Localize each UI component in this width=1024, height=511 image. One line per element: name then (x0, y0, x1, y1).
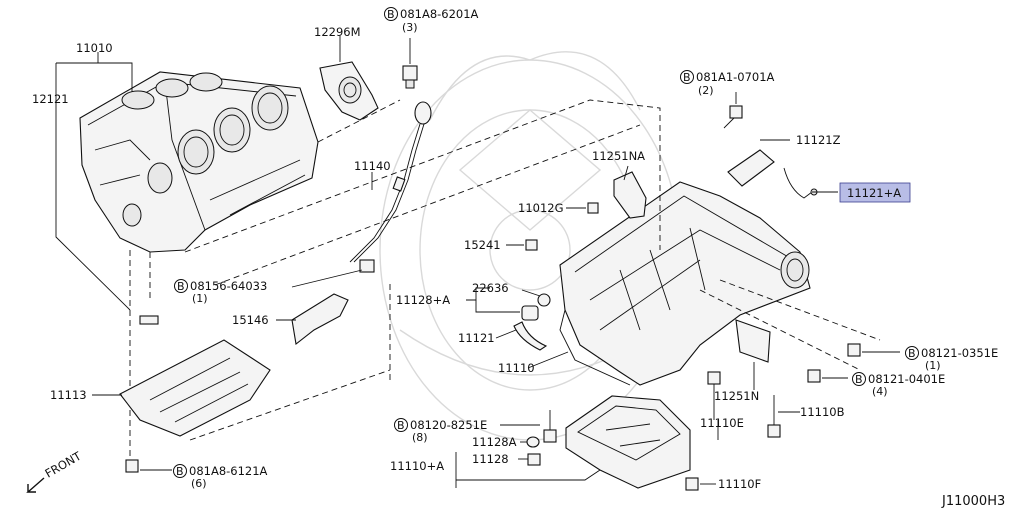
label-11121: 11121 (458, 331, 495, 345)
bolt-qty: (2) (698, 84, 714, 97)
label-11113: 11113 (50, 388, 87, 402)
bolt-qty: (8) (412, 431, 428, 444)
bolt-qty: (6) (191, 477, 207, 490)
bolt-qty: (3) (402, 21, 418, 34)
drain-plug-upper-illustration (587, 202, 599, 214)
callout-081a1-0701a: B 081A1-0701A (2) (680, 70, 775, 97)
callout-08121-0401e: B 08121-0401E (4) (852, 372, 945, 398)
bolt-code: 08120-8251E (410, 418, 487, 432)
bolt-marker: B (908, 347, 916, 360)
label-11110e: 11110E (700, 416, 744, 430)
oil-pan-lower-illustration (565, 395, 691, 489)
bolt-11110e-illustration (707, 371, 721, 420)
diagram-code: J11000H3 (941, 494, 1005, 509)
bolt-08121-0351e-illustration (847, 343, 861, 357)
callout-08156-64033: B 08156-64033 (1) (174, 279, 267, 305)
label-11110-a: 11110+A (390, 459, 444, 473)
baffle-plate-lower-illustration (735, 319, 771, 363)
bolt-081a8-6201a-illustration (402, 65, 418, 89)
label-11140: 11140 (354, 159, 391, 173)
label-11110: 11110 (498, 361, 535, 375)
bolt-marker: B (177, 280, 185, 293)
bolt-marker: B (397, 419, 405, 432)
bolt-code: 08121-0401E (868, 372, 945, 386)
bolt-marker: B (683, 71, 691, 84)
label-11110b: 11110B (800, 405, 845, 419)
label-11251n: 11251N (714, 389, 759, 403)
label-12296m: 12296M (314, 25, 361, 39)
label-12121: 12121 (32, 92, 69, 106)
bolt-081a8-6121a-illustration (125, 459, 139, 473)
label-15146: 15146 (232, 313, 269, 327)
bolt-08156-64033-illustration (359, 259, 375, 273)
bolt-code: 081A1-0701A (696, 70, 775, 84)
oil-level-gauge-illustration (349, 101, 432, 263)
bolt-code: 08121-0351E (921, 346, 998, 360)
bolt-code: 081A8-6201A (400, 7, 479, 21)
oil-filter-stud-illustration (525, 239, 538, 251)
front-direction-label: FRONT (43, 448, 85, 480)
label-11128-a-group: 11128+A (396, 293, 450, 307)
oil-pressure-switch-illustration (521, 293, 551, 321)
callout-08120-8251e: B 08120-8251E (8) (394, 418, 487, 444)
label-11128: 11128 (472, 452, 509, 466)
bolt-081a1-0701a-illustration (723, 105, 743, 129)
bolt-marker: B (855, 373, 863, 386)
bolt-qty: (1) (925, 359, 941, 372)
highlight-box (839, 182, 911, 203)
bolt-08121-0401e-illustration (807, 369, 821, 383)
highlighted-part-11121-a[interactable]: 11121+A (839, 182, 911, 203)
bolt-11110b-illustration (767, 395, 781, 438)
bolt-code: 081A8-6121A (189, 464, 268, 478)
rear-oil-seal-illustration (319, 61, 379, 121)
label-22636: 22636 (472, 281, 509, 295)
oil-pan-upper-illustration (559, 181, 811, 386)
bolt-code: 08156-64033 (190, 279, 267, 293)
engine-mount-bracket-illustration (727, 149, 818, 199)
bolt-08120-8251e-illustration (543, 410, 557, 443)
block-bottom-stud-illustration (139, 315, 159, 325)
label-15241: 15241 (464, 238, 501, 252)
oil-gauge-guide-bracket-illustration (291, 293, 349, 346)
cylinder-block-illustration (79, 71, 319, 253)
drain-plug-washer-illustration (526, 436, 541, 466)
callout-081a8-6121a: B 081A8-6121A (6) (173, 464, 268, 490)
bolt-qty: (4) (872, 385, 888, 398)
front-arrow-icon (26, 477, 45, 493)
bolt-11110f-illustration (685, 477, 699, 491)
label-11128a: 11128A (472, 435, 517, 449)
bolt-marker: B (176, 465, 184, 478)
callout-081a8-6201a: B 081A8-6201A (3) (384, 7, 479, 34)
rear-plate-illustration (119, 339, 271, 437)
baffle-plate-upper-illustration (613, 171, 647, 219)
bracket-11121-illustration (513, 321, 548, 351)
label-11121-a-highlight: 11121+A (847, 186, 901, 200)
label-11121z: 11121Z (796, 133, 841, 147)
bolt-qty: (1) (192, 292, 208, 305)
label-11251na: 11251NA (592, 149, 645, 163)
bolt-marker: B (387, 8, 395, 21)
label-11012g: 11012G (518, 201, 564, 215)
label-11110f: 11110F (718, 477, 761, 491)
label-11010: 11010 (76, 41, 113, 55)
callout-08121-0351e: B 08121-0351E (1) (905, 346, 998, 372)
